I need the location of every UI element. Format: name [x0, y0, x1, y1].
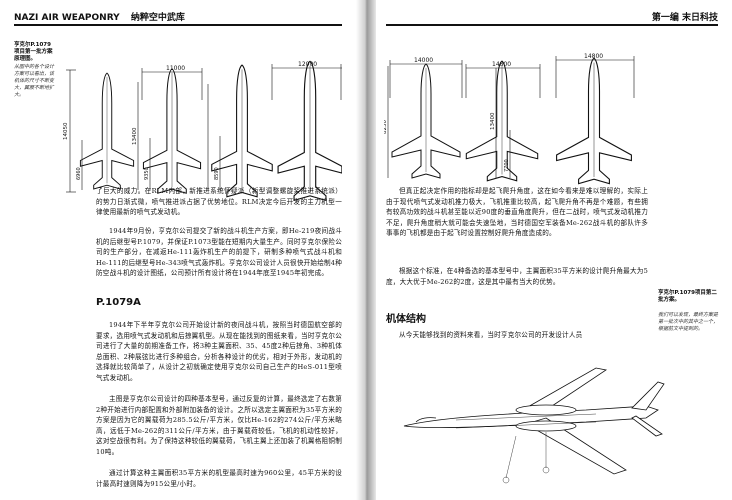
header-rule: [386, 24, 718, 26]
figure-caption-title: 亨克尔P.1079项目第二批方案。: [658, 290, 717, 303]
dimension-label: 12000: [298, 61, 317, 68]
dimension-label: 13400: [132, 127, 138, 145]
dimension-label: 14800: [584, 53, 603, 60]
dimension-label: 11000: [166, 65, 185, 72]
perspective-aircraft-drawing: [403, 367, 665, 484]
header-title-cn: 纳粹空中武库: [130, 13, 185, 23]
plan-view-diagram-set-1: 11000 12000 14050 13400 6960 9350 8590: [63, 60, 342, 201]
paragraph-3: 从今天能够找到的资料来看，当时亨克尔公司的开发设计人员: [399, 331, 583, 339]
intro-paragraph: 了巨大的威力。在RLM内部，新推进系统怀疑派（新型调整螺旋桨推进系统派）的势力日…: [96, 187, 342, 217]
figure-caption-note: 我们可以发现，最终方案是第一批次中的其中之一个，根据前文中提到的。: [658, 312, 719, 332]
dimension-label: 8230: [384, 120, 388, 134]
dimension-label: 6960: [76, 167, 82, 180]
dimension-label: 8590: [214, 167, 220, 180]
section-heading: 机体结构: [386, 314, 426, 325]
paragraph-design-1: 1944年下半年亨克尔公司开始设计新的夜间战斗机，按照当时德国航空部的要求，选用…: [96, 321, 342, 382]
running-header: NAZI AIR WEAPONRY 纳粹空中武库: [14, 10, 185, 23]
right-page: 第一编 末日科技 14000 14800 14800 13400 7700 82…: [376, 0, 732, 500]
figure-caption-title: 亨克尔P.1079项目第一批方案原理图。: [14, 42, 53, 62]
paragraph-1944: 1944年9月份，亨克尔公司提交了新的战斗机生产方案，即He-219夜间战斗机的…: [96, 227, 342, 278]
figure-caption-note: 从图中的各个设计方案可以看出，该机体的尺寸不断变大，翼展不断地扩大。: [14, 64, 55, 98]
dimension-label: 9350: [144, 167, 150, 180]
left-page: NAZI AIR WEAPONRY 纳粹空中武库 亨克尔P.1079项目第一批方…: [0, 0, 356, 500]
plan-view-diagram-set-2: 14000 14800 14800 13400 7700 8230: [384, 53, 635, 185]
book-gutter: [356, 0, 376, 500]
paragraph-design-2: 主图是亨克尔公司设计的四种基本型号，通过反复的计算，最终选定了右数第2种开始进行…: [96, 395, 342, 456]
dimension-label: 14050: [63, 122, 69, 140]
header-rule: [14, 24, 342, 26]
section-heading: P.1079A: [96, 297, 141, 308]
header-title-en: NAZI AIR WEAPONRY: [14, 13, 120, 23]
dimension-label: 7700: [504, 159, 510, 172]
paragraph-1: 但真正起决定作用的指标却是起飞爬升角度，这在如今看来是难以理解的，实际上由于现代…: [386, 187, 648, 238]
header-title-cn: 第一编 末日科技: [651, 13, 718, 23]
dimension-label: 14000: [414, 57, 433, 64]
paragraph-design-3: 通过计算这种主翼面积35平方米的机型最高时速为960公里，45平方米的设计最高时…: [96, 469, 342, 488]
running-header: 第一编 末日科技: [652, 10, 718, 23]
dimension-label: 13400: [490, 112, 496, 130]
dimension-label: 14800: [492, 61, 511, 68]
paragraph-2: 根据这个标准，在4种备选的基本型号中，主翼面积35平方米的设计爬升角最大为5度，…: [386, 267, 648, 286]
